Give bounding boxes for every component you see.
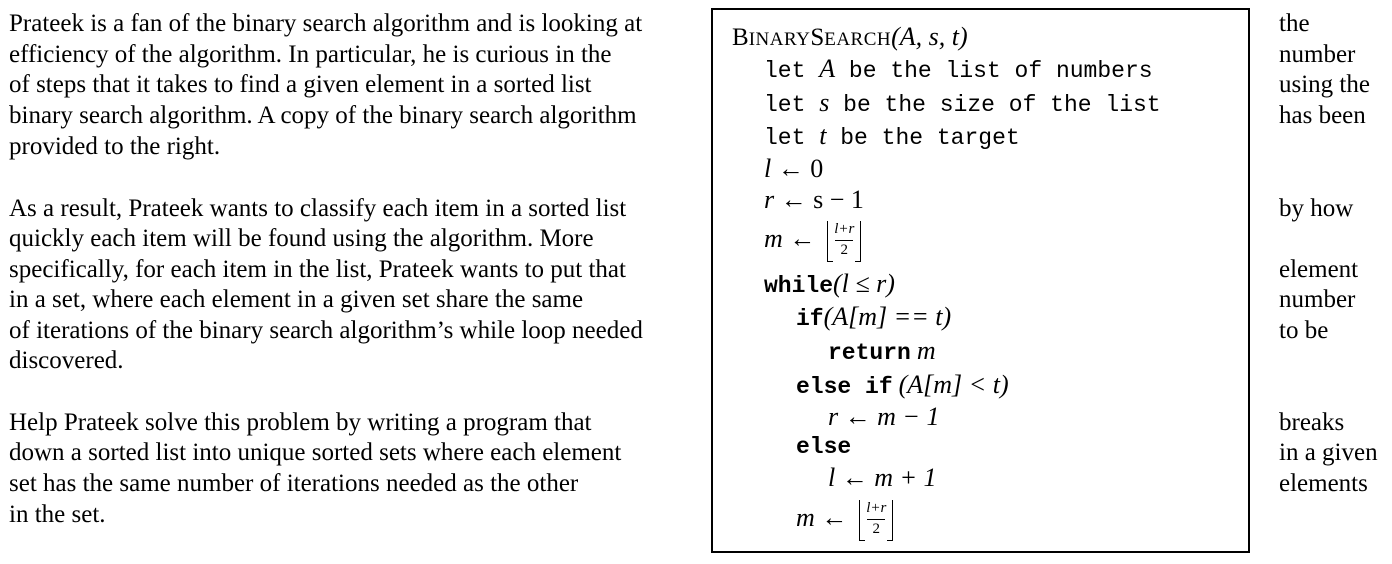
left-line-13: down a sorted list into unique sorted se…	[9, 439, 622, 466]
right-line-3: using the	[1279, 71, 1370, 98]
left-line-3: of steps that it takes to find a given e…	[9, 71, 592, 98]
right-line-8: to be	[1279, 317, 1329, 344]
left-line-2: efficiency of the algorithm. In particul…	[9, 41, 612, 68]
right-line-4: has been	[1279, 102, 1366, 129]
left-line-11: discovered.	[9, 347, 124, 374]
right-line-2: number	[1279, 41, 1356, 68]
right-line-7: number	[1279, 286, 1356, 313]
code-let-s: let s be the size of the list	[764, 88, 1161, 118]
left-line-8: specifically, for each item in the list,…	[9, 256, 626, 283]
right-line-9: breaks	[1279, 409, 1345, 436]
code-let-a: let A be the list of numbers	[764, 54, 1153, 84]
left-line-10: of iterations of the binary search algor…	[9, 317, 643, 344]
left-line-5: provided to the right.	[9, 133, 221, 160]
left-line-14: set has the same number of iterations ne…	[9, 470, 579, 497]
right-line-6: element	[1279, 256, 1359, 283]
code-if: if(A[m] == t)	[796, 302, 952, 332]
code-m-init: m ← l+r 2	[764, 217, 862, 263]
code-else-if: else if (A[m] < t)	[796, 370, 1009, 400]
left-line-12: Help Prateek solve this problem by writi…	[9, 409, 592, 436]
code-else: else	[796, 434, 852, 460]
left-line-15: in the set.	[9, 501, 106, 528]
code-m-update: m ← l+r 2	[796, 496, 894, 542]
code-r-update: r ← m − 1	[828, 402, 940, 431]
right-line-10: in a given	[1279, 439, 1378, 466]
right-line-5: by how	[1279, 195, 1354, 222]
code-return: return m	[828, 336, 936, 366]
left-line-6: As a result, Prateek wants to classify e…	[9, 195, 627, 222]
code-let-t: let t be the target	[764, 121, 1020, 151]
floor-fraction-2: l+r 2	[859, 498, 894, 542]
left-line-7: quickly each item will be found using th…	[9, 225, 594, 252]
left-line-1: Prateek is a fan of the binary search al…	[9, 10, 643, 37]
algorithm-box: BINARYSEARCH(A, s, t) let A be the list …	[711, 8, 1250, 553]
left-line-9: in a set, where each element in a given …	[9, 286, 584, 313]
code-l-update: l ← m + 1	[828, 463, 937, 492]
left-line-4: binary search algorithm. A copy of the b…	[9, 102, 637, 129]
code-r-init: r ← s − 1	[764, 185, 864, 214]
floor-fraction: l+r 2	[827, 219, 862, 263]
code-l-init: l ← 0	[764, 154, 824, 183]
code-while: while(l ≤ r)	[764, 269, 895, 299]
right-line-1: the	[1279, 10, 1310, 37]
right-line-11: elements	[1279, 470, 1368, 497]
algorithm-title: BINARYSEARCH(A, s, t)	[732, 22, 968, 51]
